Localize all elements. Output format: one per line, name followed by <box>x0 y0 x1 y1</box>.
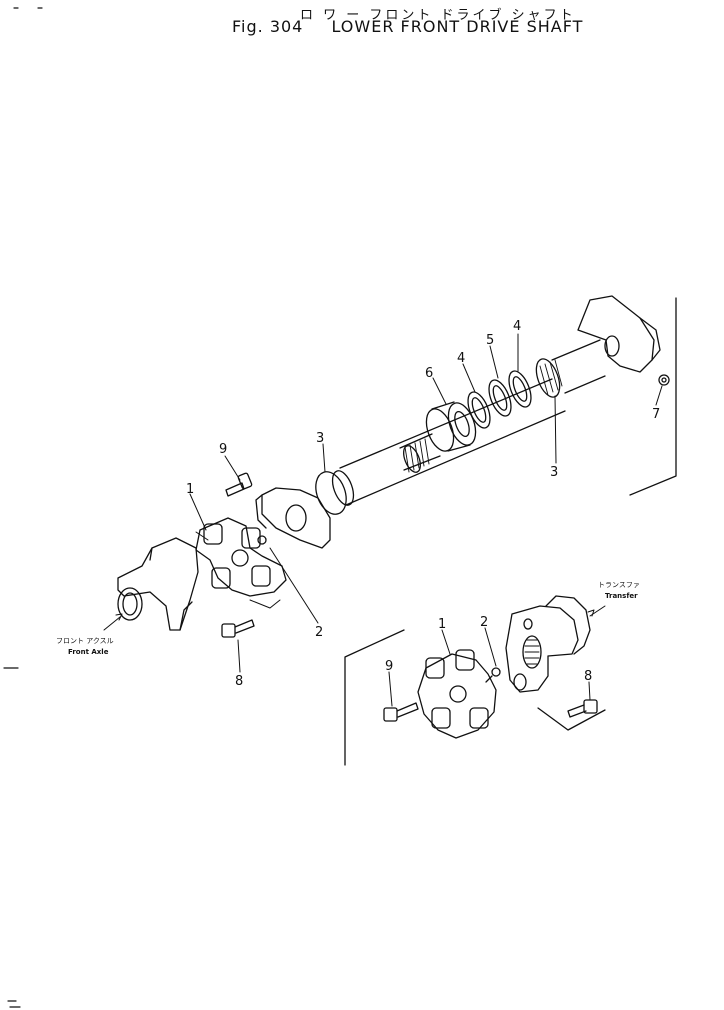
callout-1-lower: 1 <box>438 617 446 632</box>
callout-2-upper: 2 <box>315 625 323 640</box>
figure-title-english: LOWER FRONT DRIVE SHAFT <box>331 17 584 36</box>
grease-fitting <box>658 374 670 386</box>
yoke-right <box>535 295 661 398</box>
drive-shaft <box>255 339 606 549</box>
callout-6: 6 <box>425 366 433 381</box>
callout-5: 5 <box>486 333 494 348</box>
figure-title: Fig. 304 LOWER FRONT DRIVE SHAFT <box>232 17 583 36</box>
callout-9-upper: 9 <box>219 442 227 457</box>
callout-1-upper: 1 <box>186 482 194 497</box>
universal-joint-upper <box>195 517 287 597</box>
bolt-lower-8 <box>567 699 598 718</box>
bearing <box>425 401 477 452</box>
callout-8-lower: 8 <box>584 669 592 684</box>
front-axle-label: Front Axle <box>68 648 109 656</box>
reference-frame-upper <box>629 297 677 496</box>
leaders-lower <box>388 605 606 707</box>
bolt-lower-9 <box>383 702 419 722</box>
fitting-upper-2 <box>257 535 267 545</box>
callout-8-upper: 8 <box>235 674 243 689</box>
reference-frame-lower <box>344 629 606 766</box>
scan-marks <box>3 7 43 1008</box>
bolt-upper-8 <box>221 619 255 638</box>
callout-7: 7 <box>652 407 660 422</box>
title-japanese: ロ ワ ー フロント ドライブ シャフト <box>300 8 576 23</box>
universal-joint-lower <box>417 649 497 739</box>
front-axle-label-jp: フロント アクスル <box>56 637 114 645</box>
seal-rings <box>467 370 532 429</box>
callout-3-left: 3 <box>316 431 324 446</box>
callout-3-right: 3 <box>550 465 558 480</box>
transfer-label-jp: トランスファ <box>598 581 640 589</box>
bolt-upper-9 <box>225 472 253 497</box>
figure-number: Fig. 304 <box>232 17 304 36</box>
transfer-label: Transfer <box>605 592 638 600</box>
callout-2-lower: 2 <box>480 615 488 630</box>
callout-4-b: 4 <box>513 319 521 334</box>
front-axle-yoke <box>117 537 199 631</box>
callout-4-a: 4 <box>457 351 465 366</box>
transfer-flange-yoke <box>505 595 591 693</box>
leaders-upper <box>103 333 663 673</box>
callout-9-lower: 9 <box>385 659 393 674</box>
fitting-lower-2 <box>485 667 501 683</box>
